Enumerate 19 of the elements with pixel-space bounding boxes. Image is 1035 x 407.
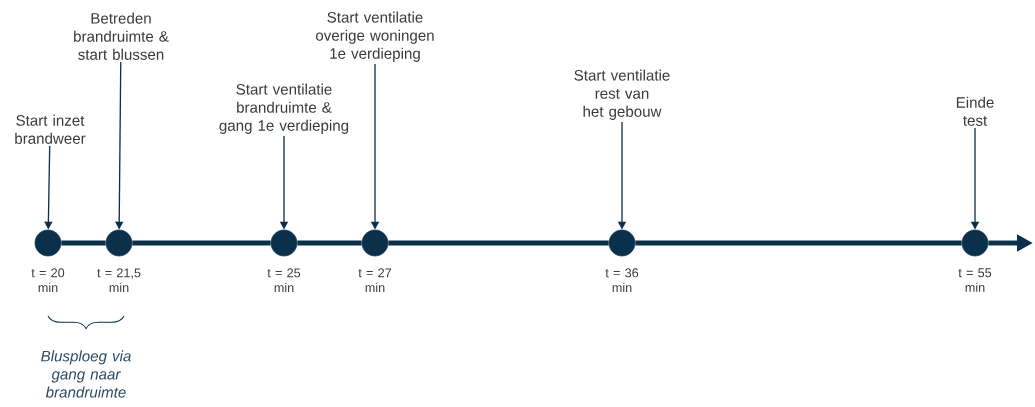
milestone-dot: [961, 229, 989, 257]
time-label: t = 20 min: [31, 268, 65, 292]
event-label: Start ventilatie rest van het gebouw: [574, 69, 670, 120]
milestone-dot: [34, 229, 62, 257]
time-label: t = 55 min: [958, 268, 992, 292]
event-label: Betreden brandruimte & start blussen: [74, 12, 169, 60]
time-label: t = 21,5 min: [97, 268, 141, 292]
milestone-dot: [608, 229, 636, 257]
milestone-dot: [361, 229, 389, 257]
milestone-dot: [105, 229, 133, 257]
event-label: Start ventilatie overige woningen 1e verdieping: [316, 11, 434, 62]
event-label: Start ventilatie brandruimte & gang 1e verdieping: [219, 83, 349, 134]
event-label: Start inzet brandweer: [15, 114, 86, 144]
time-label: t = 27 min: [358, 268, 392, 292]
milestone-dot: [270, 229, 298, 257]
note-text: Blusploeg via gang naar brandruimte: [41, 350, 131, 398]
time-label: t = 25 min: [267, 268, 301, 292]
event-label: Einde test: [956, 96, 994, 126]
time-label: t = 36 min: [605, 268, 639, 292]
